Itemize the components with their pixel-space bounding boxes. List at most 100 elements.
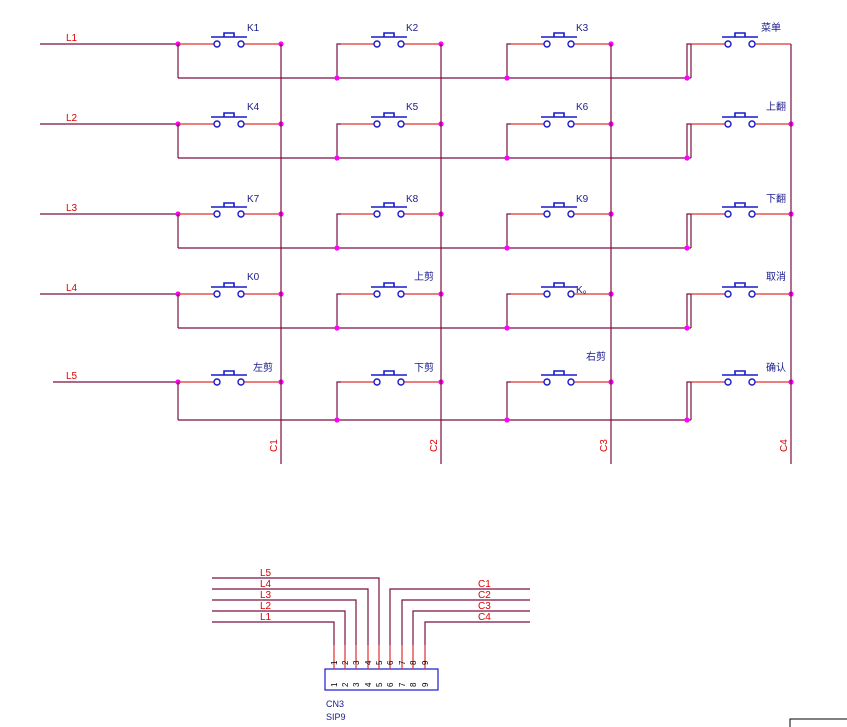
pin-number: 5: [375, 660, 384, 665]
pin-number: 2: [341, 660, 350, 665]
pin-number: 7: [398, 682, 407, 687]
junction-dot: [504, 325, 510, 331]
switch-contact: [543, 40, 551, 48]
switch-contact: [567, 40, 575, 48]
connector-part: SIP9: [326, 712, 346, 722]
switch-contact: [543, 120, 551, 128]
switch-contact: [373, 40, 381, 48]
switch-actuator: [553, 32, 565, 37]
row-drop: [686, 293, 691, 328]
junction-dot: [334, 75, 340, 81]
row-label: L4: [66, 283, 78, 294]
switch-contact: [724, 40, 732, 48]
key-label: 右剪: [586, 350, 606, 363]
switch-actuator: [383, 112, 395, 117]
switch-actuator: [383, 282, 395, 287]
key-label: K3: [576, 23, 589, 34]
row-drop: [686, 43, 691, 78]
key-label: K4: [247, 102, 260, 113]
switch-actuator: [734, 370, 746, 375]
row-drop: [336, 43, 341, 78]
key-label: 确认: [766, 361, 786, 374]
switch-actuator: [223, 282, 235, 287]
connector-net-wire: [212, 588, 369, 645]
switch-contact: [237, 120, 245, 128]
connector-net-wire: [212, 577, 380, 645]
junction-dot: [684, 325, 690, 331]
switch-contact: [237, 210, 245, 218]
switch-contact: [724, 378, 732, 386]
switch-contact: [748, 40, 756, 48]
connector-net-label: L1: [260, 612, 272, 623]
switch-contact: [748, 378, 756, 386]
switch-actuator: [734, 202, 746, 207]
switch-contact: [543, 378, 551, 386]
key-label: K。: [576, 285, 593, 296]
switch-contact: [724, 120, 732, 128]
junction-dot: [504, 155, 510, 161]
junction-dot: [684, 155, 690, 161]
switch-contact: [213, 290, 221, 298]
column-label: C1: [269, 439, 280, 452]
pin-number: 4: [364, 660, 373, 665]
key-label: K5: [406, 102, 419, 113]
junction-dot: [504, 417, 510, 423]
junction-dot: [334, 417, 340, 423]
switch-actuator: [383, 370, 395, 375]
key-label: K1: [247, 23, 260, 34]
connector-net-label: C3: [478, 601, 491, 612]
row-label: L2: [66, 113, 78, 124]
pin-number: 5: [375, 682, 384, 687]
connector-cn3: L5L4L3L2L1C1C2C3C4112233445566778899CN3S…: [212, 568, 530, 722]
row-drop: [506, 43, 511, 78]
switch-contact: [237, 40, 245, 48]
pin-number: 1: [330, 660, 339, 665]
row-drop: [686, 213, 691, 248]
connector-ref: CN3: [326, 699, 344, 709]
row-drop: [506, 293, 511, 328]
switch-contact: [373, 120, 381, 128]
connector-net-label: C2: [478, 590, 491, 601]
switch-actuator: [734, 282, 746, 287]
switch-contact: [748, 120, 756, 128]
connector-net-label: L4: [260, 579, 272, 590]
connector-net-label: L2: [260, 601, 272, 612]
key-label: K9: [576, 194, 589, 205]
connector-net-wire: [424, 621, 530, 645]
switch-contact: [567, 210, 575, 218]
switch-actuator: [553, 282, 565, 287]
junction-dot: [334, 325, 340, 331]
connector-net-label: L5: [260, 568, 272, 579]
connector-net-wire: [412, 610, 530, 645]
switch-actuator: [553, 202, 565, 207]
connector-net-label: C4: [478, 612, 491, 623]
connector-net-wire: [401, 599, 530, 645]
connector-net-wire: [212, 621, 335, 645]
row-drop: [336, 381, 341, 420]
pin-number: 8: [409, 660, 418, 665]
switch-actuator: [383, 202, 395, 207]
switch-contact: [543, 210, 551, 218]
junction-dot: [684, 75, 690, 81]
switch-contact: [213, 40, 221, 48]
pin-number: 6: [386, 660, 395, 665]
switch-actuator: [734, 112, 746, 117]
row-drop: [336, 293, 341, 328]
connector-net-label: C1: [478, 579, 491, 590]
switch-contact: [373, 290, 381, 298]
switch-contact: [373, 210, 381, 218]
key-label: K6: [576, 102, 589, 113]
switch-contact: [397, 120, 405, 128]
key-label: 菜单: [761, 22, 781, 34]
row-drop: [506, 213, 511, 248]
junction-dot: [334, 155, 340, 161]
row-drop: [506, 123, 511, 158]
key-label: K8: [406, 194, 419, 205]
switch-contact: [567, 290, 575, 298]
switch-contact: [748, 290, 756, 298]
row-label: L1: [66, 33, 78, 44]
switch-contact: [397, 210, 405, 218]
row-drop: [686, 123, 691, 158]
pin-number: 7: [398, 660, 407, 665]
